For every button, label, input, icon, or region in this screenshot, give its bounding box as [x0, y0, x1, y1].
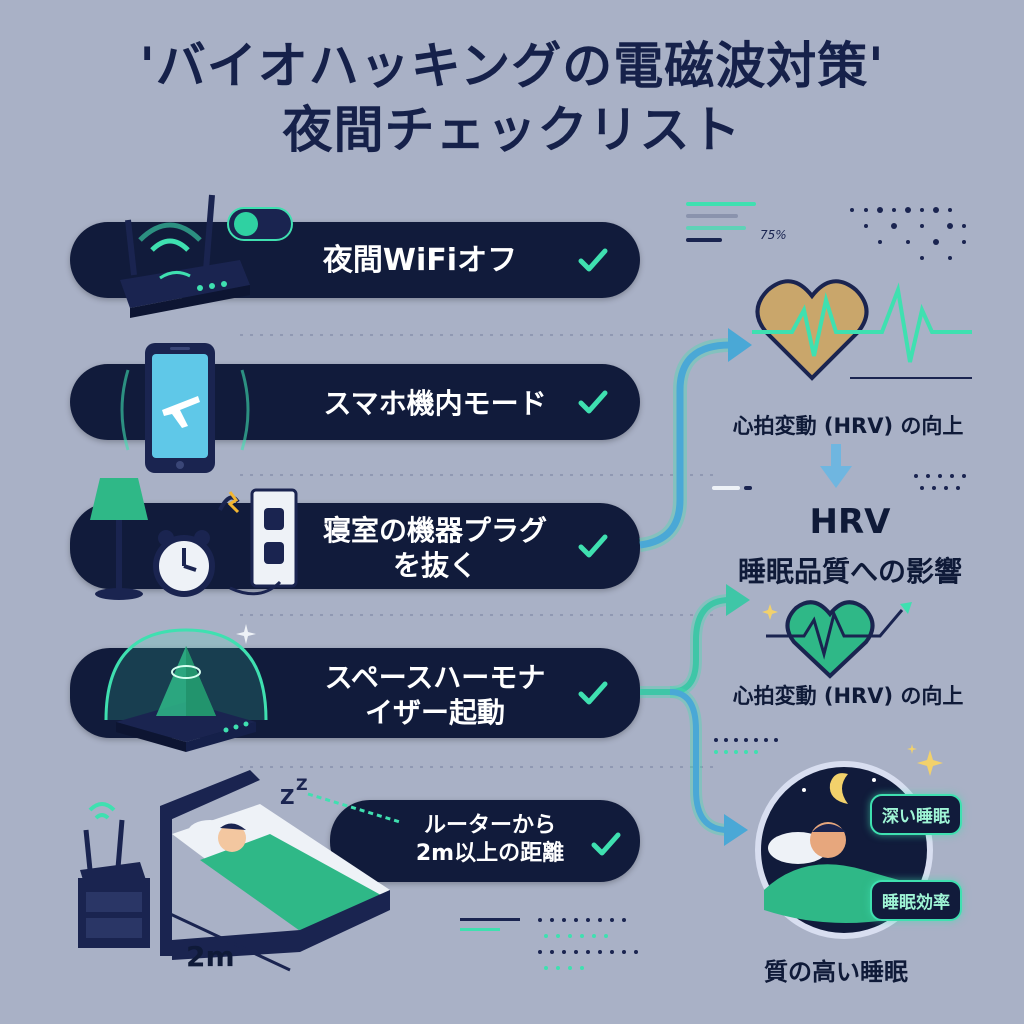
- deep-sleep-badge: 深い睡眠: [870, 794, 962, 835]
- decorative-dot-grid-4: [460, 918, 638, 970]
- heart-green-pulse-icon: [762, 600, 912, 679]
- space-harmonizer-icon: [104, 624, 268, 752]
- decorative-dot-grid-1: [850, 207, 966, 260]
- heart-pulse-icon: [752, 279, 972, 381]
- hrv-improvement-label-1: 心拍変動 (HRV) の向上: [732, 414, 964, 438]
- checklist-label-line1: スペースハーモナ: [324, 661, 546, 694]
- checklist-label-line2: 2m以上の距離: [415, 840, 565, 866]
- checklist-label-line1: ルーターから: [423, 813, 556, 838]
- smartphone-airplane-icon: [120, 343, 250, 473]
- progress-readout: 75%: [760, 228, 787, 242]
- hrv-sleep-impact-label: 睡眠品質への影響: [737, 555, 962, 588]
- checklist-label: 寝室の機器プラグ を抜く: [290, 513, 580, 583]
- bed-router-distance-icon: Z Z: [78, 770, 400, 972]
- decorative-dot-grid-3: [714, 738, 778, 754]
- hrv-heading: HRV: [809, 502, 891, 542]
- separator-1: [240, 334, 720, 336]
- toggle-switch-icon: [227, 207, 293, 241]
- decorative-dash: [712, 486, 752, 490]
- separator-4: [240, 766, 720, 768]
- check-icon: [588, 826, 624, 862]
- page-title-line2: 夜間チェックリスト: [282, 101, 742, 159]
- bed-distance-label: 2m: [186, 940, 235, 973]
- checklist-label-line1: 寝室の機器プラグ: [322, 514, 547, 547]
- sleep-efficiency-badge: 睡眠効率: [870, 880, 962, 921]
- separator-3: [240, 614, 720, 616]
- check-icon: [575, 528, 611, 564]
- svg-text:Z: Z: [280, 785, 295, 809]
- checklist-label-line2: を抜く: [392, 549, 477, 582]
- flow-arrows: [638, 328, 752, 846]
- router-icon: [120, 194, 250, 318]
- check-icon: [575, 384, 611, 420]
- checklist-label: スペースハーモナ イザー起動: [290, 660, 580, 730]
- svg-text:Z: Z: [296, 775, 308, 794]
- hrv-improvement-label-2: 心拍変動 (HRV) の向上: [732, 684, 964, 708]
- down-arrow-icon: [820, 444, 852, 488]
- checklist-label-line2: イザー起動: [364, 696, 505, 729]
- quality-sleep-label: 質の高い睡眠: [764, 958, 908, 986]
- checklist-item-router-distance[interactable]: ルーターから 2m以上の距離: [330, 800, 640, 882]
- checklist-label: スマホ機内モード: [323, 387, 547, 420]
- checklist-label: 夜間WiFiオフ: [322, 243, 518, 278]
- check-icon: [575, 242, 611, 278]
- lamp-clock-plug-icon: [90, 478, 298, 600]
- page-title-line1: 'バイオハッキングの電磁波対策': [139, 37, 885, 95]
- separator-2: [240, 474, 720, 476]
- decorative-progress-lines: [686, 202, 756, 242]
- checklist-label: ルーターから 2m以上の距離: [390, 812, 590, 867]
- check-icon: [575, 675, 611, 711]
- decorative-dot-grid-2: [914, 474, 966, 490]
